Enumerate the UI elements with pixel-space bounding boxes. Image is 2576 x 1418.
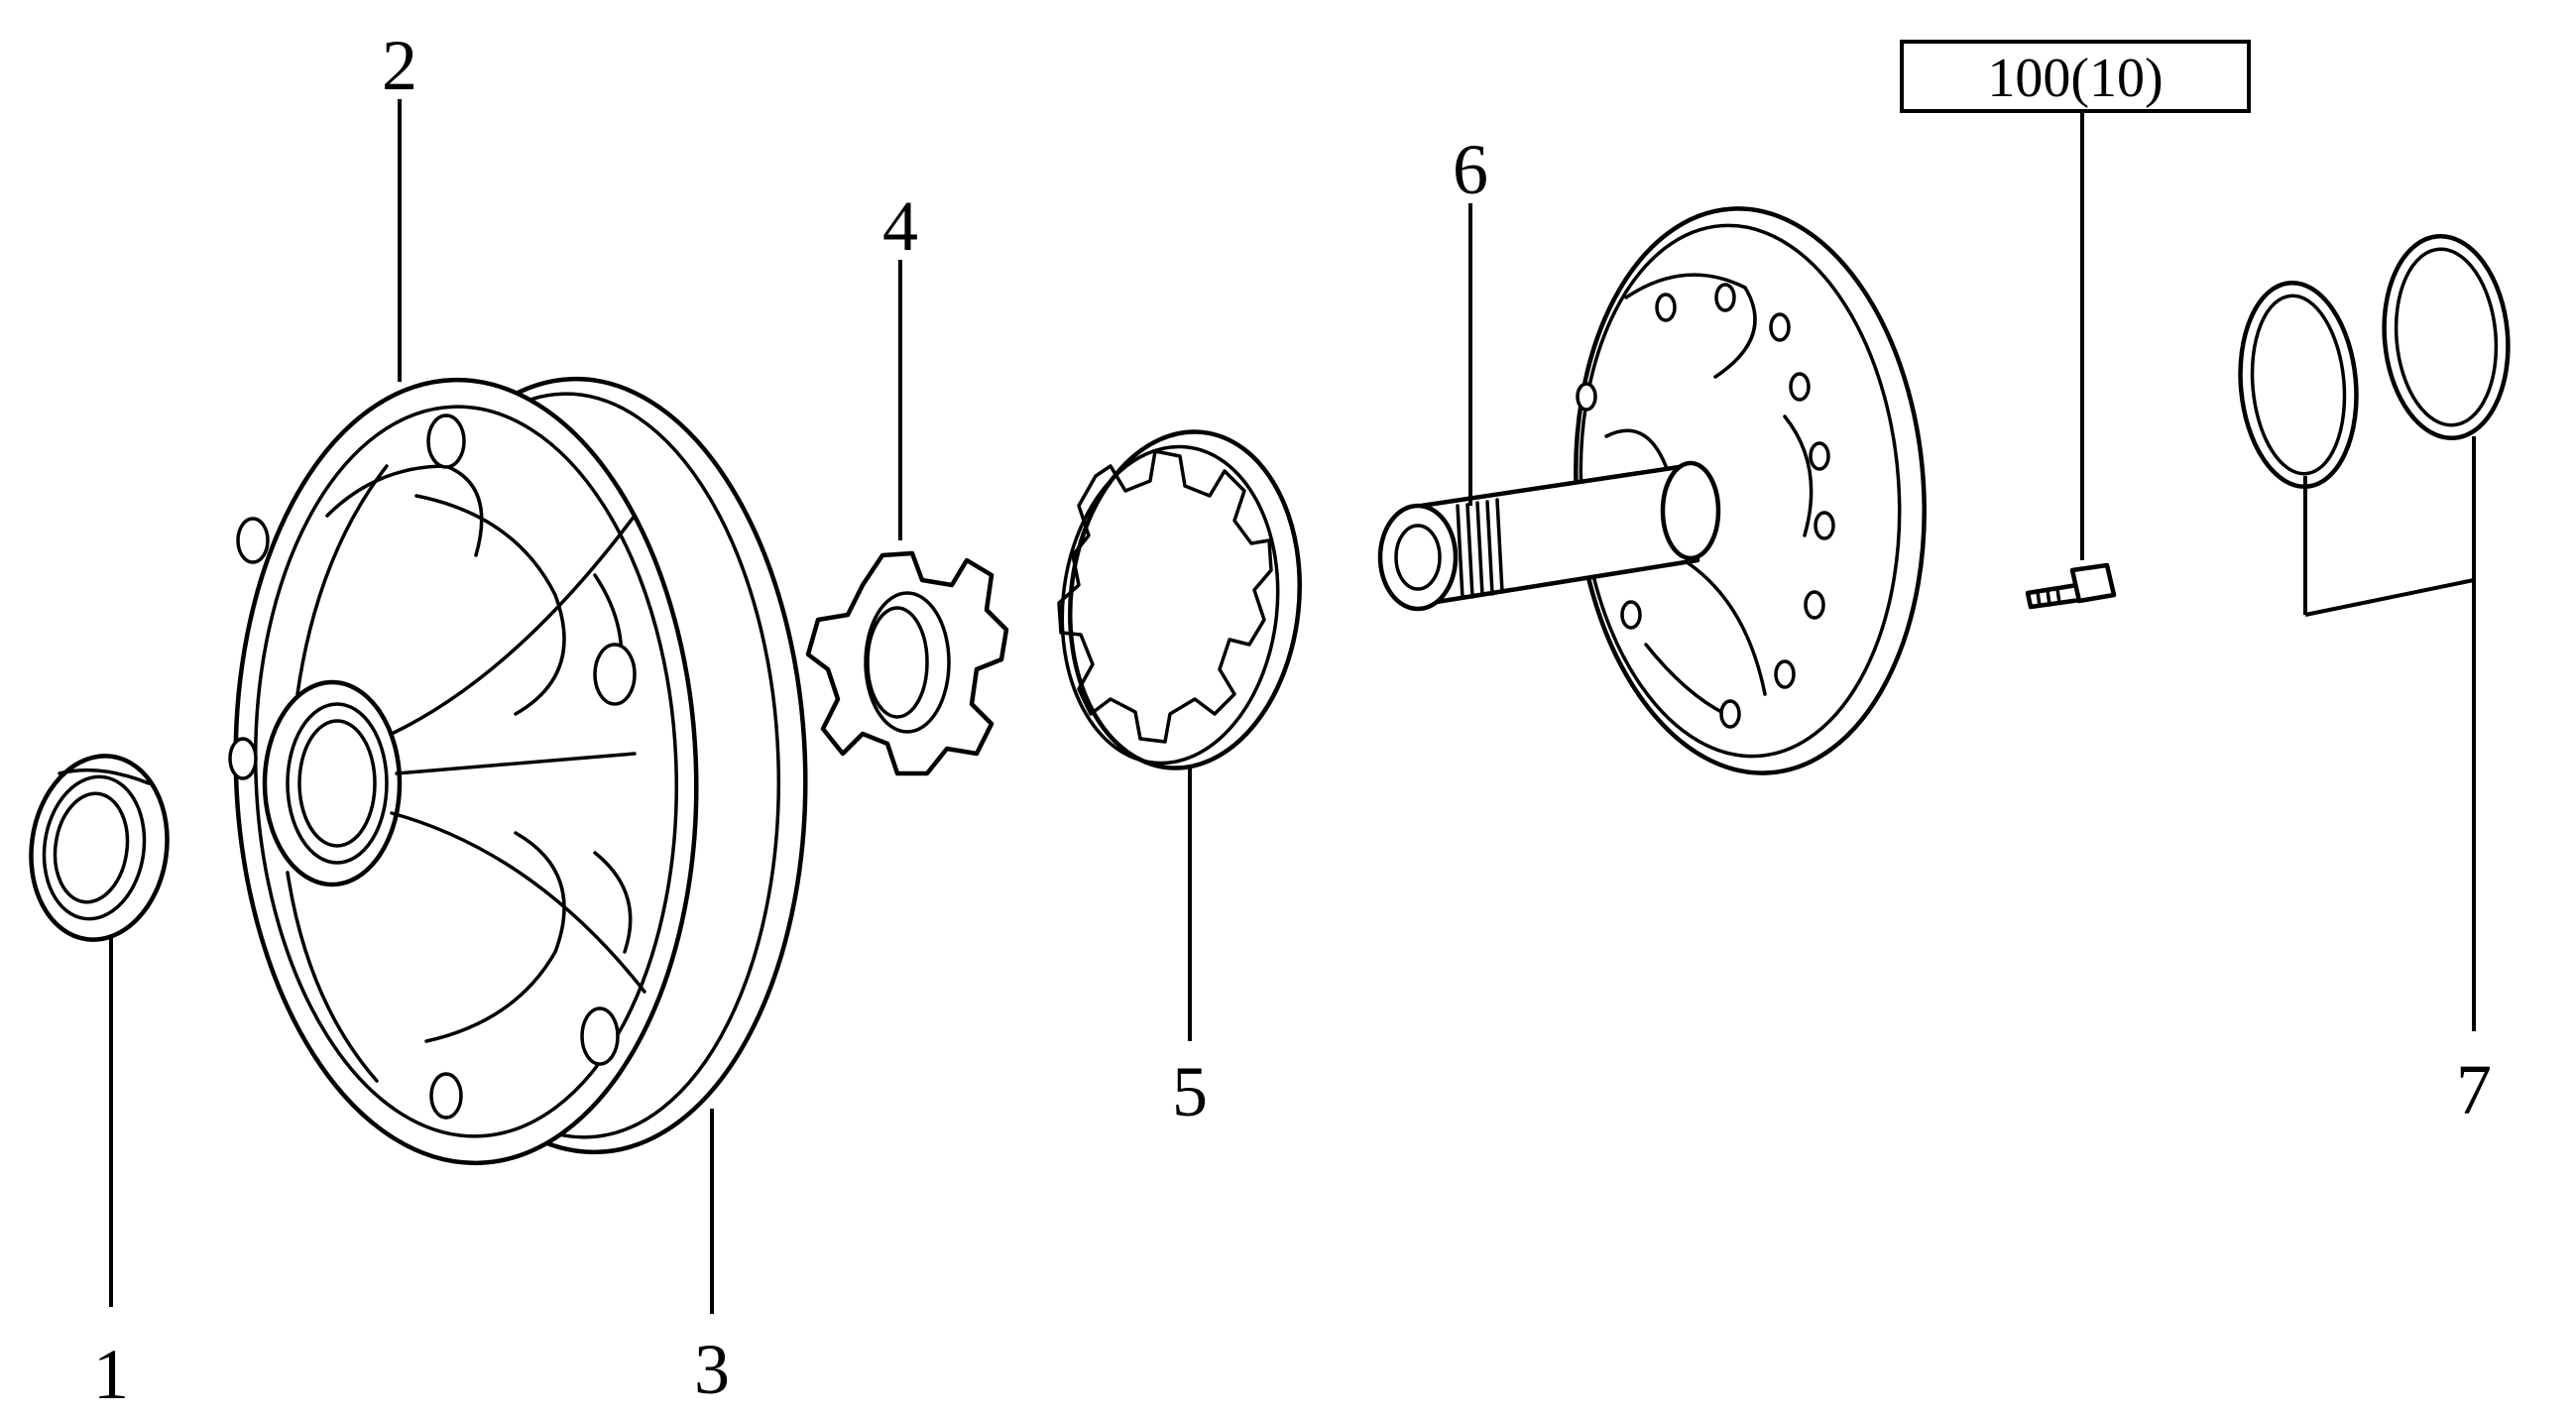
callout-7: 7 <box>2456 1050 2492 1129</box>
part-6-pump-cover-shaft <box>1377 206 1927 775</box>
callout-6: 6 <box>1453 130 1488 209</box>
callout-3: 3 <box>694 1330 730 1409</box>
part-7-seal-rings <box>2238 233 2511 489</box>
part-1-oil-seal <box>29 754 170 942</box>
torque-spec-box: 100(10) <box>1900 40 2251 113</box>
callout-1: 1 <box>93 1335 129 1414</box>
torque-spec-label: 100(10) <box>1987 48 2163 109</box>
part-4-drive-gear <box>805 550 1009 776</box>
part-5-driven-gear <box>1057 429 1302 770</box>
part-2-pump-body <box>228 376 808 1166</box>
pump-bolt <box>2025 562 2117 610</box>
callout-4: 4 <box>882 186 918 266</box>
callout-5: 5 <box>1172 1052 1208 1131</box>
leader-line-7-join <box>2304 578 2475 617</box>
callout-2: 2 <box>382 26 417 105</box>
